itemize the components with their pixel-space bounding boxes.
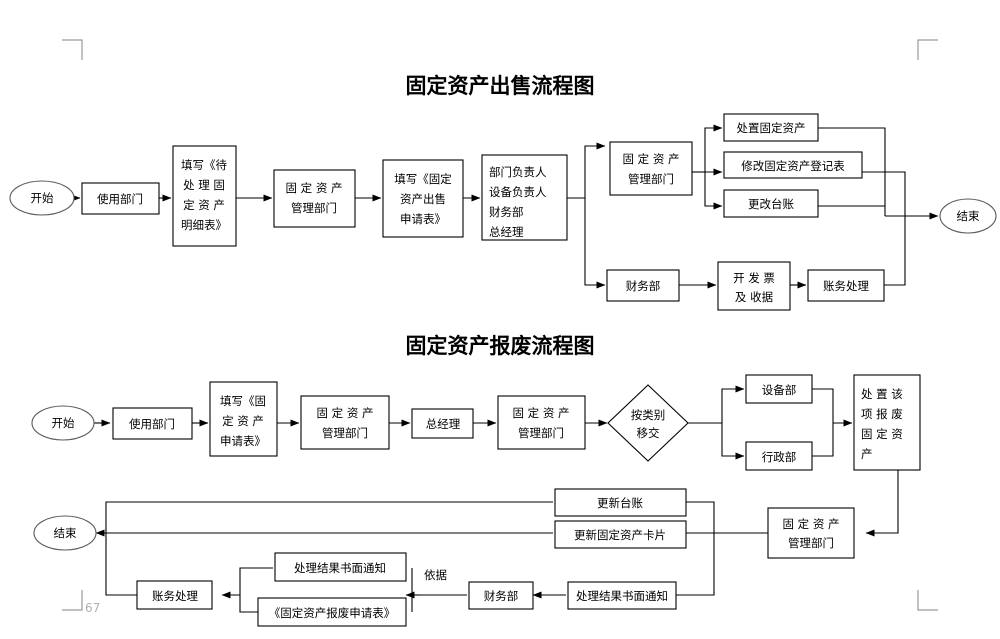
sale-modify-reg-label: 修改固定资产登记表 — [741, 159, 845, 173]
sale-form2-line1: 填写《固定 — [394, 172, 452, 186]
scrap-node-equipment-dept: 设备部 — [745, 374, 813, 404]
scrap-accounting-label: 账务处理 — [152, 589, 198, 603]
scrap-finance-label: 财务部 — [484, 589, 519, 603]
sale-form1-line2: 处 理 固 — [183, 178, 225, 192]
scrap-node-start: 开始 — [31, 405, 95, 441]
sale-chart-title: 固定资产出售流程图 — [406, 73, 595, 98]
sale-node-fa-dept: 固 定 资 产 管理部门 — [273, 169, 356, 228]
sale-node-use-dept: 使用部门 — [81, 182, 160, 215]
scrap-node-fa-dept-3: 固 定 资 产 管理部门 — [767, 507, 855, 559]
scrap-update-ledger-label: 更新台账 — [597, 496, 643, 510]
sale-approver-line2: 设备负责人 — [489, 185, 547, 199]
scrap-node-accounting: 账务处理 — [136, 580, 213, 610]
scrap-node-update-card: 更新固定资产卡片 — [554, 520, 687, 549]
scrap-node-admin-dept: 行政部 — [745, 441, 813, 471]
scrap-fa-dept3-line2: 管理部门 — [788, 536, 834, 550]
sale-fa-dept2-line1: 固 定 资 产 — [623, 152, 680, 166]
scrap-node-general-manager: 总经理 — [411, 408, 474, 439]
sale-form1-line1: 填写《待 — [181, 158, 227, 172]
scrap-node-scrap-form: 《固定资产报废申请表》 — [257, 597, 407, 627]
scrap-start-label: 开始 — [52, 416, 75, 430]
scrap-node-classify-decision: 按类别 移交 — [607, 384, 689, 462]
sale-node-change-ledger: 更改台账 — [723, 189, 819, 218]
scrap-fa-dept-line2: 管理部门 — [322, 426, 368, 440]
scrap-dispose-line2: 项 报 废 — [861, 407, 903, 421]
sale-node-start: 开始 — [9, 180, 75, 216]
sale-form2-line3: 申请表》 — [400, 212, 446, 226]
scrap-edge-label-basis: 依据 — [424, 568, 447, 582]
page-number: 67 — [85, 601, 100, 615]
scrap-form-line2: 定 资 产 — [222, 414, 264, 428]
scrap-use-dept-label: 使用部门 — [129, 417, 175, 431]
sale-node-finance-dept: 财务部 — [606, 269, 680, 302]
scrap-notice1-label: 处理结果书面通知 — [294, 561, 386, 575]
sale-node-dispose-asset: 处置固定资产 — [723, 113, 819, 142]
crop-marks — [62, 39, 938, 611]
scrap-equip-label: 设备部 — [762, 383, 797, 397]
scrap-gm-label: 总经理 — [426, 417, 461, 431]
sale-node-approvers: 部门负责人 设备负责人 财务部 总经理 — [481, 154, 568, 241]
scrap-form-line3: 申请表》 — [220, 434, 266, 448]
sale-node-sale-application-form: 填写《固定 资产出售 申请表》 — [382, 159, 464, 238]
sale-invoice-line1: 开 发 票 — [733, 271, 775, 285]
scrap-connectors-top — [94, 385, 899, 537]
scrap-node-result-notice-1: 处理结果书面通知 — [274, 552, 407, 582]
sale-fa-dept2-line2: 管理部门 — [628, 172, 674, 186]
sale-end-label: 结束 — [957, 209, 980, 223]
scrap-node-use-dept: 使用部门 — [112, 407, 193, 440]
scrap-fa-dept2-line1: 固 定 资 产 — [513, 406, 570, 420]
sale-start-label: 开始 — [31, 191, 54, 205]
sale-fa-dept-line2: 管理部门 — [291, 201, 337, 215]
sale-accounting-label: 账务处理 — [823, 279, 869, 293]
scrap-node-end: 结束 — [33, 515, 97, 551]
scrap-form-label: 《固定资产报废申请表》 — [269, 606, 396, 620]
sale-node-issue-invoice: 开 发 票 及 收据 — [717, 261, 791, 311]
flowchart-asset-sale: 固定资产出售流程图 开始 使用部门 填写《待 处 理 固 定 资 产 明细表》 … — [9, 73, 997, 311]
sale-node-end: 结束 — [939, 198, 997, 234]
sale-finance-label: 财务部 — [626, 279, 661, 293]
sale-node-pending-list-form: 填写《待 处 理 固 定 资 产 明细表》 — [172, 145, 237, 247]
scrap-dispose-line1: 处 置 该 — [861, 387, 903, 401]
sale-form1-line3: 定 资 产 — [183, 198, 225, 212]
sale-connectors — [71, 124, 939, 289]
sale-approver-line1: 部门负责人 — [489, 165, 547, 179]
scrap-node-application-form: 填写《固 定 资 产 申请表》 — [209, 381, 278, 457]
flowchart-asset-scrap: 固定资产报废流程图 — [31, 333, 921, 627]
sale-change-ledger-label: 更改台账 — [748, 197, 794, 211]
scrap-end-label: 结束 — [54, 526, 77, 540]
sale-approver-line4: 总经理 — [489, 225, 524, 239]
sale-fa-dept-line1: 固 定 资 产 — [286, 181, 343, 195]
scrap-notice2-label: 处理结果书面通知 — [576, 589, 668, 603]
scrap-decide-line2: 移交 — [637, 426, 660, 440]
scrap-node-update-ledger: 更新台账 — [554, 488, 687, 517]
sale-invoice-line2: 及 收据 — [735, 290, 774, 304]
sale-node-modify-register: 修改固定资产登记表 — [723, 151, 863, 179]
scrap-node-result-notice-2: 处理结果书面通知 — [567, 581, 677, 610]
sale-use-dept-label: 使用部门 — [97, 192, 143, 206]
scrap-node-finance-dept: 财务部 — [468, 581, 534, 610]
sale-approver-line3: 财务部 — [489, 205, 524, 219]
scrap-admin-label: 行政部 — [762, 450, 797, 464]
sale-form1-line4: 明细表》 — [181, 218, 227, 232]
scrap-fa-dept-line1: 固 定 资 产 — [317, 406, 374, 420]
scrap-fa-dept3-line1: 固 定 资 产 — [783, 517, 840, 531]
sale-node-fa-dept-2: 固 定 资 产 管理部门 — [609, 141, 693, 196]
sale-form2-line2: 资产出售 — [400, 192, 446, 206]
scrap-decide-line1: 按类别 — [631, 408, 666, 422]
scrap-node-fa-dept: 固 定 资 产 管理部门 — [300, 395, 390, 450]
sale-node-accounting: 账务处理 — [807, 269, 885, 302]
sale-dispose-label: 处置固定资产 — [737, 121, 806, 135]
scrap-dispose-line3: 固 定 资 — [861, 427, 903, 441]
scrap-connectors-lower — [95, 501, 770, 613]
scrap-dispose-line4: 产 — [861, 447, 873, 461]
scrap-update-card-label: 更新固定资产卡片 — [574, 528, 666, 542]
scrap-node-fa-dept-2: 固 定 资 产 管理部门 — [497, 395, 586, 450]
scrap-node-dispose-asset: 处 置 该 项 报 废 固 定 资 产 — [853, 374, 921, 471]
scrap-fa-dept2-line2: 管理部门 — [518, 426, 564, 440]
scrap-chart-title: 固定资产报废流程图 — [406, 333, 595, 358]
scrap-form-line1: 填写《固 — [220, 394, 266, 408]
